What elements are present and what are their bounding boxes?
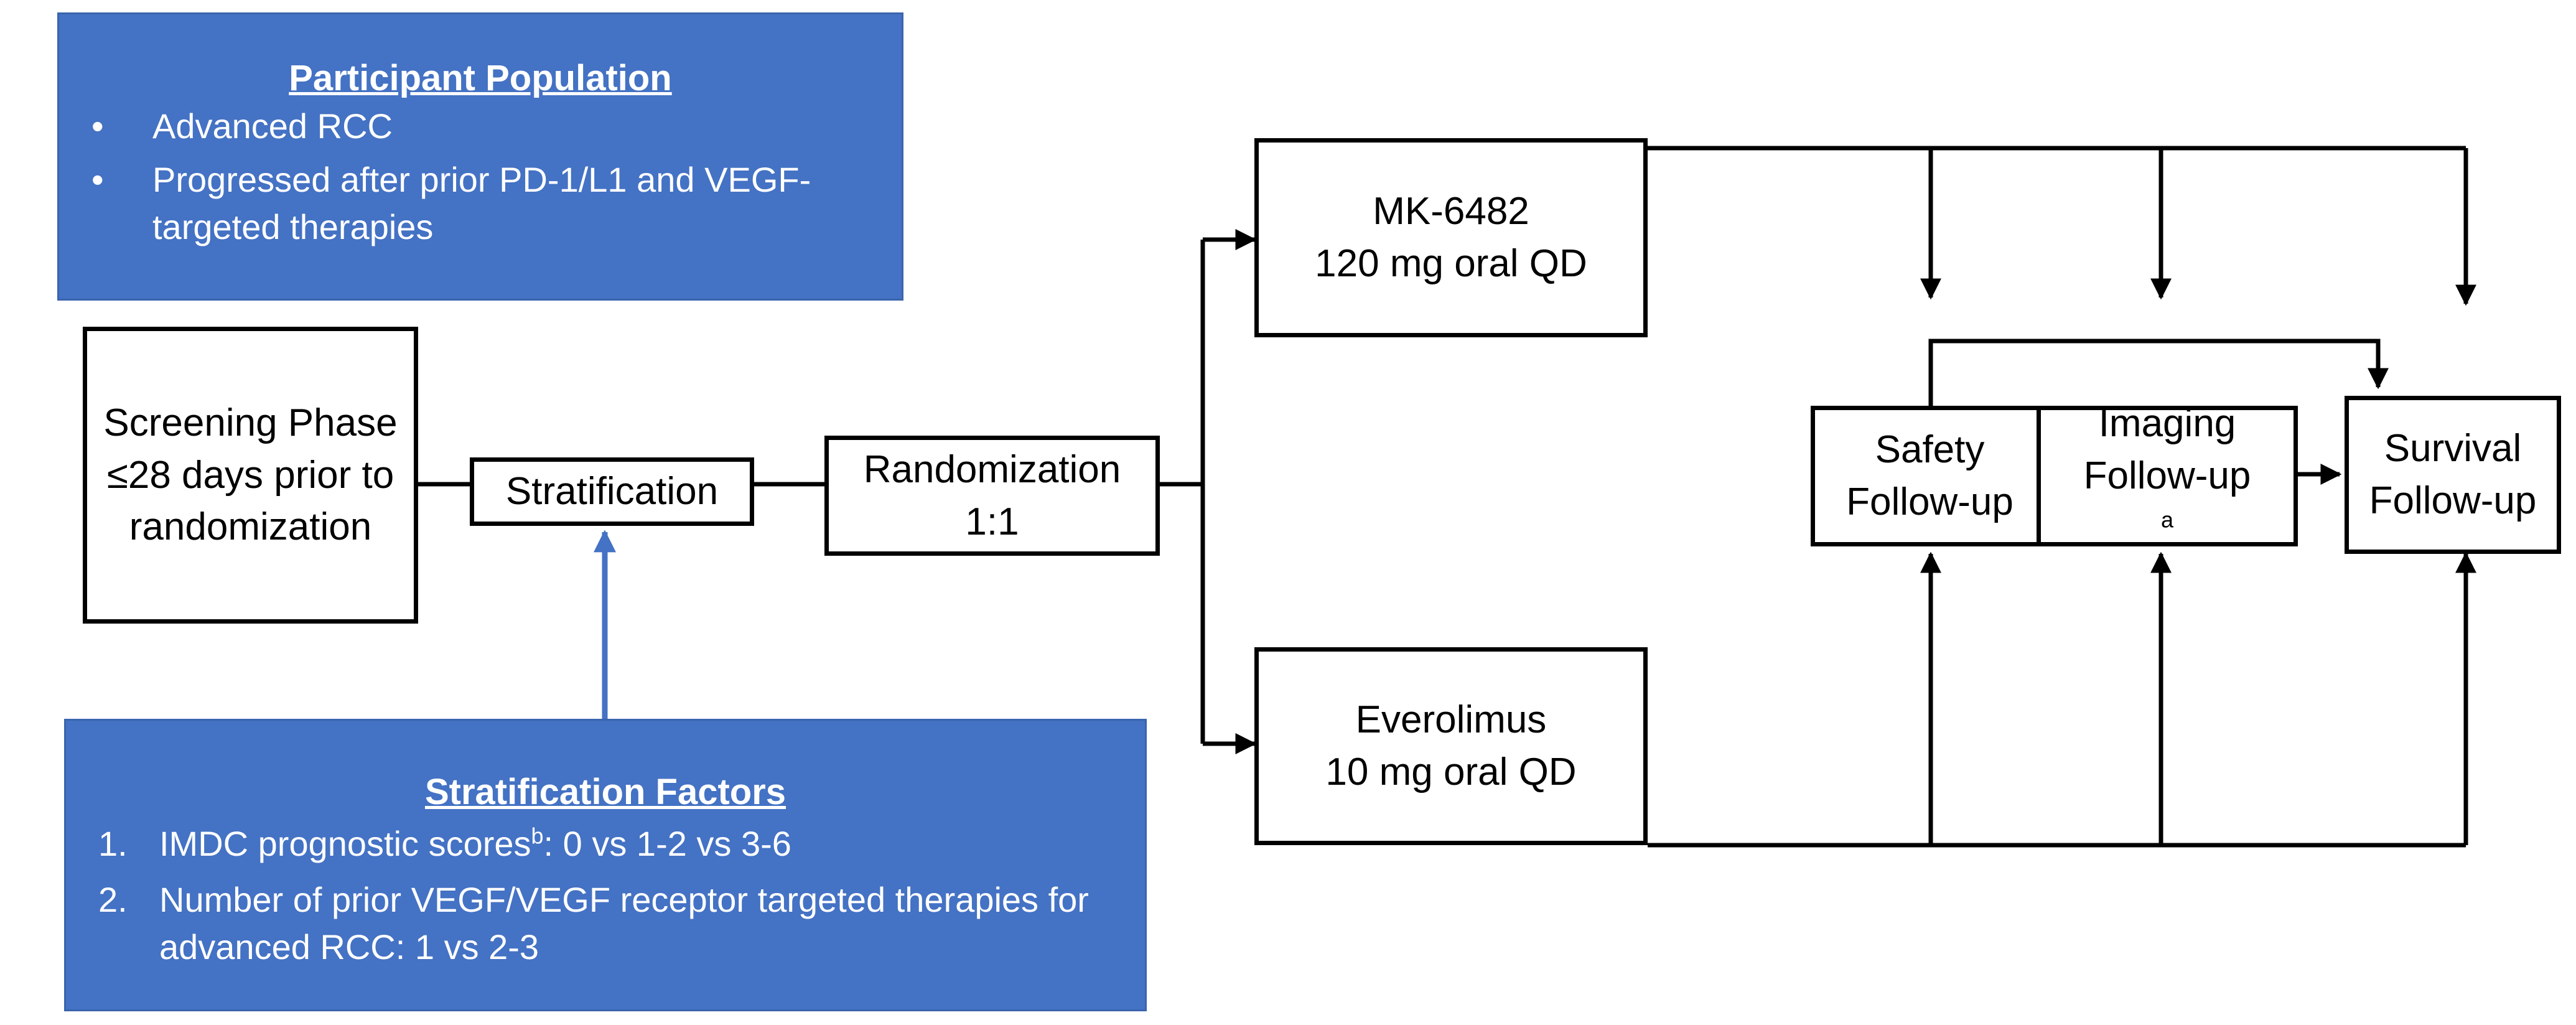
bullet-marker: • bbox=[91, 106, 104, 146]
item-text: IMDC prognostic scores bbox=[159, 823, 531, 863]
stratification-box: Stratification bbox=[470, 457, 754, 526]
imaging-line-1: Imaging bbox=[2098, 402, 2236, 446]
list-item: • Progressed after prior PD-1/L1 and VEG… bbox=[59, 156, 902, 251]
safety-line-2: Follow-up bbox=[1846, 480, 2014, 523]
survival-line-1: Survival bbox=[2384, 427, 2522, 470]
screening-line-1: Screening Phase bbox=[103, 401, 398, 444]
stratification-factors-panel: Stratification Factors 1. IMDC prognosti… bbox=[64, 719, 1147, 1011]
imaging-line-2: Follow-up bbox=[2083, 454, 2251, 498]
bullet-text: Advanced RCC bbox=[152, 106, 393, 146]
list-item: • Advanced RCC bbox=[59, 103, 902, 150]
participant-population-heading: Participant Population bbox=[289, 58, 672, 98]
bullet-text: Progressed after prior PD-1/L1 and VEGF-… bbox=[152, 159, 811, 246]
randomization-box: Randomization 1:1 bbox=[824, 436, 1160, 556]
participant-population-panel: Participant Population • Advanced RCC • … bbox=[57, 12, 903, 301]
item-text-tail: : 0 vs 1-2 vs 3-6 bbox=[543, 823, 791, 863]
everolimus-dose: 10 mg oral QD bbox=[1325, 751, 1577, 793]
bullet-marker: • bbox=[91, 159, 104, 199]
mk6482-dose: 120 mg oral QD bbox=[1315, 242, 1587, 285]
stratification-label: Stratification bbox=[505, 470, 719, 513]
screening-line-3: randomization bbox=[129, 505, 372, 549]
participant-population-list: • Advanced RCC • Progressed after prior … bbox=[59, 103, 902, 251]
imaging-followup-box: Imaging Follow-up a bbox=[2037, 402, 2298, 546]
screening-line-2: ≤28 days prior to bbox=[106, 453, 394, 497]
everolimus-drug-name: Everolimus bbox=[1355, 698, 1547, 742]
item-number: 2. bbox=[98, 879, 128, 919]
footnote-marker: b bbox=[531, 822, 544, 848]
item-text: Number of prior VEGF/VEGF receptor targe… bbox=[159, 879, 1089, 966]
connector-safety-to-survival bbox=[1928, 339, 2389, 406]
item-number: 1. bbox=[98, 823, 128, 863]
stratification-factors-heading: Stratification Factors bbox=[424, 772, 786, 812]
survival-line-2: Follow-up bbox=[2369, 479, 2537, 522]
randomization-line-2: 1:1 bbox=[965, 500, 1019, 543]
list-item: 1. IMDC prognostic scoresb: 0 vs 1-2 vs … bbox=[66, 820, 1145, 868]
randomization-line-1: Randomization bbox=[863, 447, 1121, 491]
safety-followup-box: Safety Follow-up bbox=[1811, 406, 2049, 546]
survival-followup-box: Survival Follow-up bbox=[2345, 396, 2561, 554]
stratification-factors-list: 1. IMDC prognostic scoresb: 0 vs 1-2 vs … bbox=[66, 820, 1145, 971]
mk6482-drug-name: MK-6482 bbox=[1373, 190, 1529, 233]
mk6482-arm-box: MK-6482 120 mg oral QD bbox=[1254, 138, 1648, 337]
screening-phase-box: Screening Phase ≤28 days prior to random… bbox=[83, 327, 418, 624]
footnote-marker: a bbox=[2160, 507, 2174, 533]
everolimus-arm-box: Everolimus 10 mg oral QD bbox=[1254, 647, 1648, 845]
safety-line-1: Safety bbox=[1875, 428, 1985, 472]
list-item: 2. Number of prior VEGF/VEGF receptor ta… bbox=[66, 876, 1145, 971]
